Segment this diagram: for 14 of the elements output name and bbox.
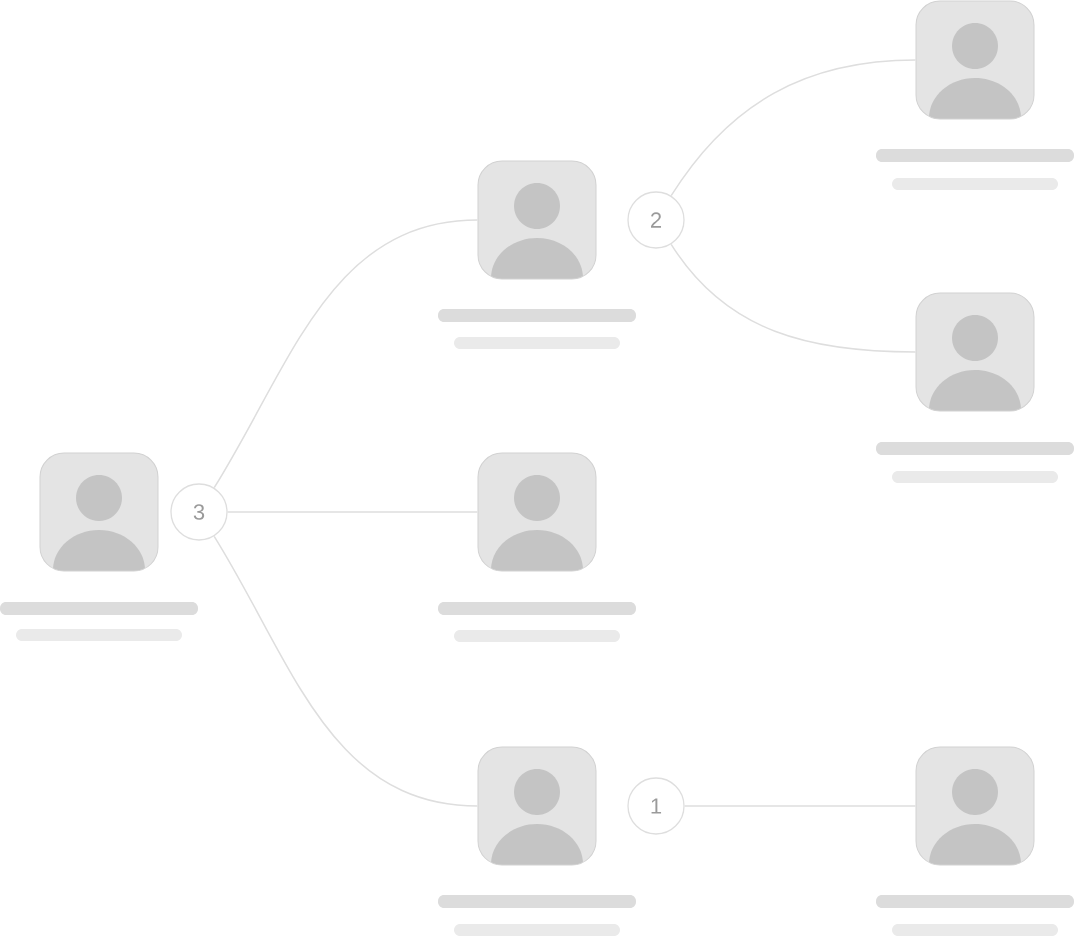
person-silhouette <box>915 746 1035 866</box>
connector-line <box>213 535 479 807</box>
connector-line <box>670 59 917 197</box>
person-silhouette <box>915 292 1035 412</box>
number-badge: 1 <box>627 777 685 835</box>
person-silhouette <box>477 452 597 572</box>
person-silhouette <box>477 746 597 866</box>
person-silhouette <box>477 160 597 280</box>
connector-line <box>213 219 479 489</box>
person-silhouette <box>915 0 1035 120</box>
person-silhouette <box>39 452 159 572</box>
connector-line <box>670 243 917 353</box>
number-badge: 3 <box>170 483 228 541</box>
number-badge: 2 <box>627 191 685 249</box>
